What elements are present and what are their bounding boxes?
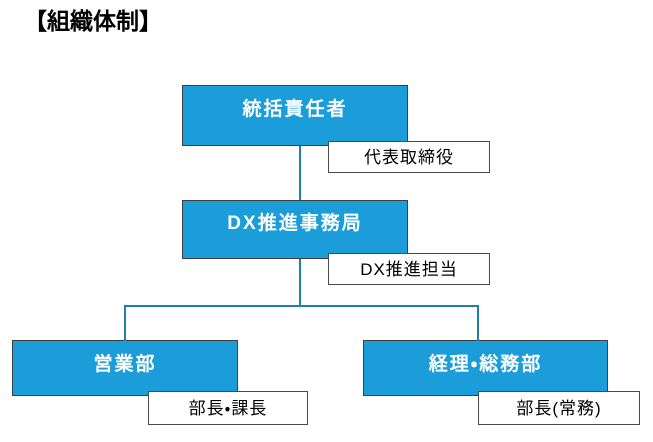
role-callout-second-label: DX推進担当 [360,259,458,279]
org-node-second-label: DX推進事務局 [227,213,363,234]
connector-horizontal-trunk [124,305,479,307]
role-callout-top-label: 代表取締役 [364,147,454,167]
role-callout-second[interactable]: DX推進担当 [328,253,490,285]
org-node-left[interactable]: 営業部 [12,340,238,396]
page-title: 【組織体制】 [24,8,162,34]
org-node-right[interactable]: 経理・総務部 [363,340,608,396]
role-callout-right-label: 部長(常務) [516,398,602,418]
connector-second-to-trunk [299,259,301,307]
role-callout-left-label: 部長・課長 [188,398,268,418]
org-node-right-label: 経理・総務部 [428,353,543,375]
role-callout-right[interactable]: 部長(常務) [478,391,640,425]
connector-trunk-to-left [124,305,126,341]
org-node-second[interactable]: DX推進事務局 [182,200,408,259]
role-callout-left[interactable]: 部長・課長 [148,391,308,425]
connector-trunk-to-right [477,305,479,341]
org-node-top-label: 統括責任者 [242,99,348,120]
org-node-left-label: 営業部 [93,353,157,375]
role-callout-top[interactable]: 代表取締役 [328,141,490,173]
connector-top-to-second [299,146,301,200]
org-node-top[interactable]: 統括責任者 [182,85,408,146]
